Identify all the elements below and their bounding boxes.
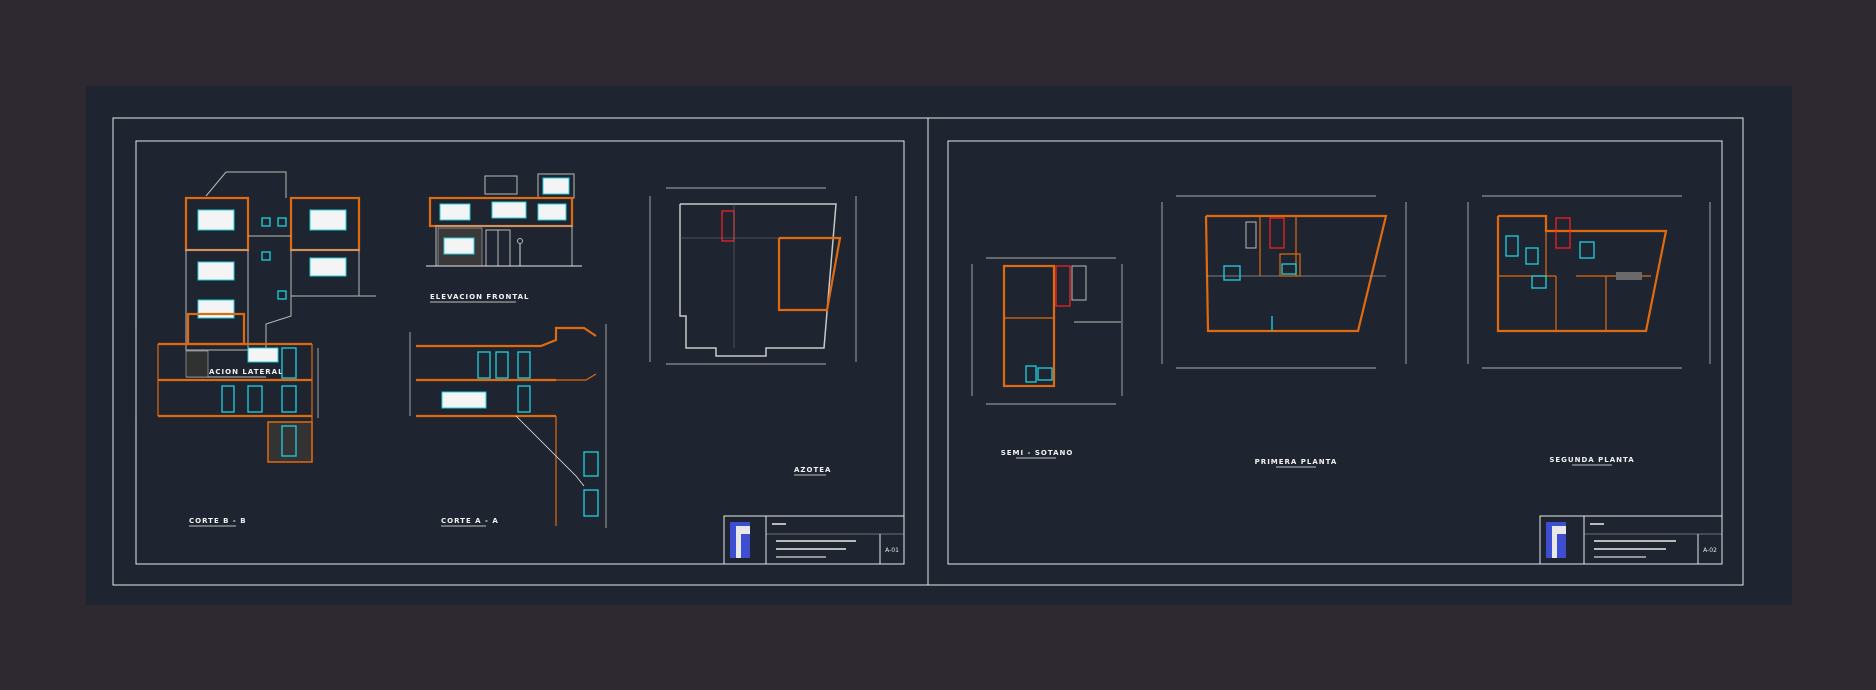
- semi-sotano-plan-drawing: [971, 257, 1123, 405]
- title-block-left: [723, 515, 905, 565]
- elevacion-frontal-title: ELEVACION FRONTAL: [430, 293, 529, 301]
- corte-b-b-drawing: [135, 312, 319, 463]
- semi-sotano-title: SEMI - SOTANO: [1001, 449, 1074, 457]
- elevacion-lateral-drawing: [184, 171, 376, 351]
- corte-b-b-title: CORTE B - B: [189, 517, 247, 525]
- elevacion-frontal-drawing: [426, 173, 582, 267]
- elevacion-lateral-title: ELEVACION LATERAL: [186, 368, 284, 376]
- primera-planta-title: PRIMERA PLANTA: [1255, 458, 1338, 466]
- corte-a-a-drawing: [409, 324, 607, 528]
- logo-icon: [1546, 522, 1566, 558]
- sheet-code-right: A-02: [1703, 547, 1717, 554]
- segunda-planta-title: SEGUNDA PLANTA: [1549, 456, 1634, 464]
- cad-drawing-area[interactable]: ELEVACION LATERAL ELEVACION FRONTAL: [86, 86, 1792, 605]
- azotea-plan-drawing: [649, 187, 857, 365]
- logo-icon: [730, 522, 750, 558]
- cad-drawing-canvas: ELEVACION LATERAL ELEVACION FRONTAL: [112, 117, 1744, 586]
- segunda-planta-plan-drawing: [1467, 195, 1711, 369]
- sheet-right-frame: [927, 117, 1744, 586]
- sheet-code-left: A-01: [885, 547, 899, 554]
- title-block-right: [1539, 515, 1723, 565]
- azotea-title: AZOTEA: [794, 466, 831, 474]
- corte-a-a-title: CORTE A - A: [441, 517, 499, 525]
- primera-planta-plan-drawing: [1161, 195, 1407, 369]
